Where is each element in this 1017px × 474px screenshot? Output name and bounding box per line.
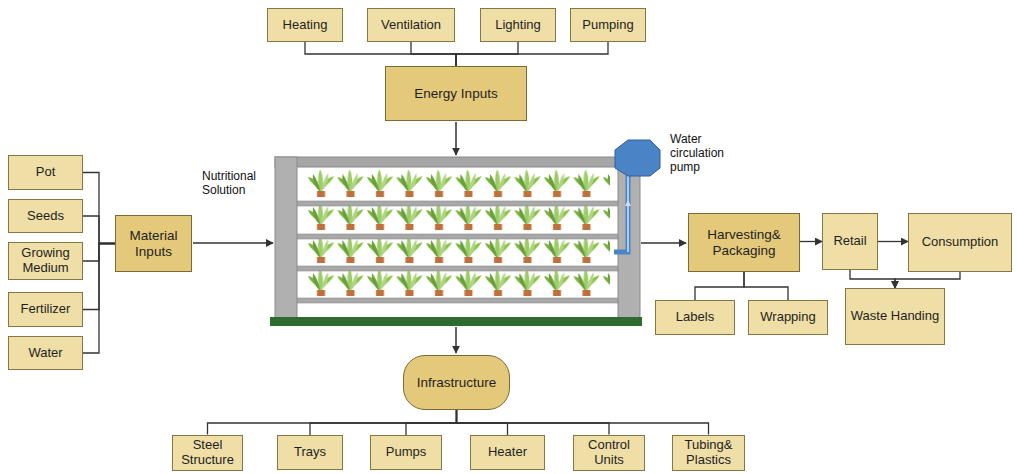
box-text: Labels bbox=[676, 310, 714, 325]
box-text: Control Units bbox=[577, 438, 641, 468]
box-text: Infrastructure bbox=[417, 375, 497, 391]
arrow-connector bbox=[850, 270, 895, 288]
bracket-connector bbox=[83, 216, 115, 244]
process-box: Retail bbox=[822, 213, 878, 270]
arrow-connector bbox=[895, 272, 960, 288]
bracket-connector bbox=[457, 410, 610, 435]
arrow-connector bbox=[878, 241, 908, 242]
infrastructure-item-box: Tubing& Plastics bbox=[672, 435, 745, 471]
material-item-box: Water bbox=[8, 336, 83, 370]
box-text: Steel Structure bbox=[176, 438, 239, 468]
process-box: Harvesting& Packaging bbox=[688, 213, 800, 272]
box-text: Seeds bbox=[27, 209, 64, 224]
energy-item-box: Heating bbox=[267, 8, 343, 42]
process-box: Waste Handing bbox=[845, 288, 945, 345]
box-text: Trays bbox=[294, 445, 326, 460]
box-text: Pot bbox=[36, 165, 56, 180]
box-text: Pumping bbox=[582, 18, 633, 33]
bracket-connector bbox=[695, 272, 744, 300]
energy-item-box: Lighting bbox=[480, 8, 556, 42]
bracket-connector bbox=[744, 272, 788, 300]
annotation-label: Nutritional Solution bbox=[202, 170, 282, 198]
box-text: Pumps bbox=[386, 445, 426, 460]
bracket-connector bbox=[457, 410, 709, 435]
packaging-item-box: Labels bbox=[655, 300, 735, 335]
box-text: Waste Handing bbox=[851, 309, 939, 324]
bracket-connector bbox=[310, 410, 457, 435]
group-pill: Infrastructure bbox=[403, 355, 510, 410]
material-item-box: Fertilizer bbox=[8, 292, 83, 327]
infrastructure-item-box: Pumps bbox=[370, 435, 442, 470]
packaging-item-box: Wrapping bbox=[748, 300, 828, 335]
bracket-connector bbox=[83, 244, 115, 354]
group-box: Material Inputs bbox=[115, 215, 192, 272]
process-box: Consumption bbox=[908, 213, 1012, 272]
box-text: Water bbox=[28, 346, 62, 361]
box-text: Material Inputs bbox=[119, 228, 188, 259]
box-text: Lighting bbox=[495, 18, 541, 33]
box-text: Retail bbox=[833, 234, 866, 249]
material-item-box: Pot bbox=[8, 155, 83, 190]
box-text: Wrapping bbox=[760, 310, 815, 325]
bracket-connector bbox=[406, 410, 457, 435]
infrastructure-item-box: Trays bbox=[277, 435, 343, 470]
box-text: Fertilizer bbox=[21, 302, 71, 317]
box-text: Tubing& Plastics bbox=[676, 438, 741, 468]
box-text: Heating bbox=[283, 18, 328, 33]
energy-item-box: Pumping bbox=[570, 8, 646, 42]
infrastructure-item-box: Control Units bbox=[573, 435, 645, 471]
bracket-connector bbox=[305, 42, 456, 66]
box-text: Growing Medium bbox=[12, 246, 79, 276]
box-text: Ventilation bbox=[381, 18, 441, 33]
box-text: Consumption bbox=[922, 235, 999, 250]
arrow-connector bbox=[800, 241, 822, 242]
group-box: Energy Inputs bbox=[385, 66, 527, 121]
material-item-box: Seeds bbox=[8, 199, 83, 233]
box-text: Heater bbox=[488, 445, 527, 460]
energy-item-box: Ventilation bbox=[367, 8, 455, 42]
box-text: Harvesting& Packaging bbox=[692, 227, 796, 258]
bracket-connector bbox=[208, 410, 457, 435]
box-text: Energy Inputs bbox=[414, 86, 497, 102]
infrastructure-item-box: Heater bbox=[470, 435, 545, 470]
bracket-connector bbox=[83, 173, 115, 244]
bracket-connector bbox=[456, 42, 608, 66]
bracket-connector bbox=[411, 42, 456, 66]
material-item-box: Growing Medium bbox=[8, 242, 83, 280]
infrastructure-item-box: Steel Structure bbox=[172, 435, 243, 471]
annotation-label: Water circulation pump bbox=[670, 133, 750, 174]
